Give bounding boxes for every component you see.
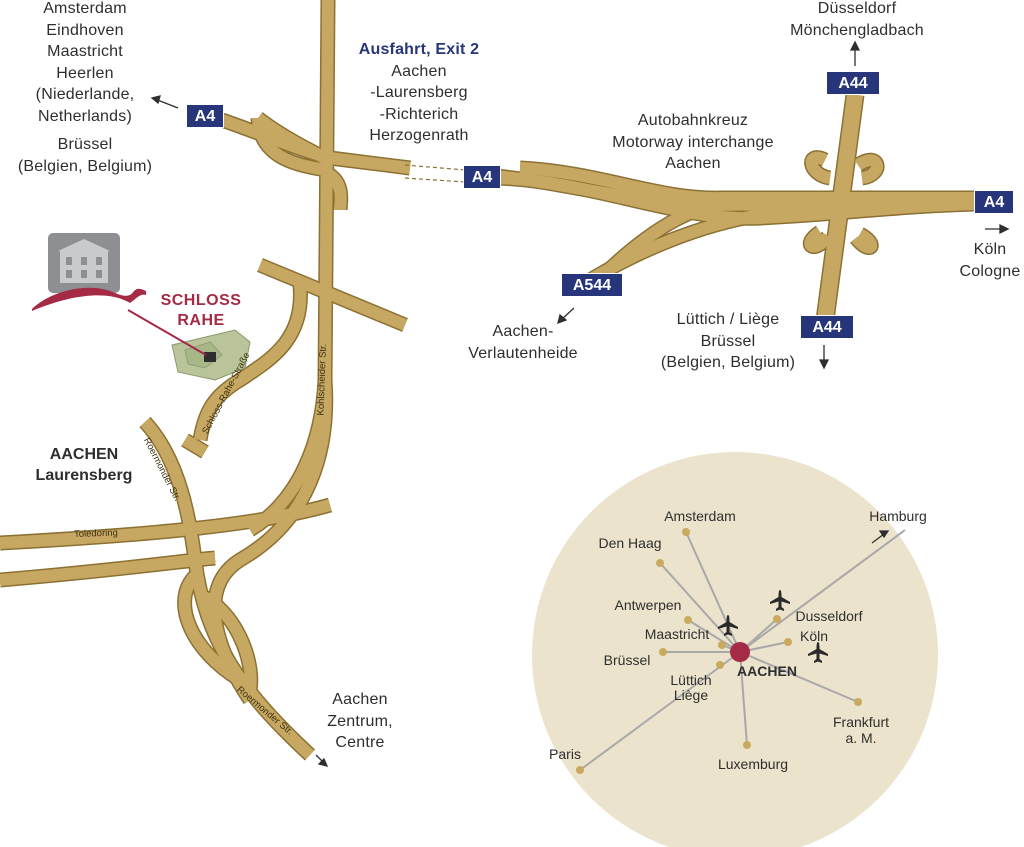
nw-line-1: Amsterdam: [43, 0, 127, 17]
dusseldorf-destination: Düsseldorf Mönchengladbach: [790, 0, 924, 41]
direction-arrows: [150, 40, 1010, 767]
airplane-icon: [808, 642, 828, 663]
district-line-1: AACHEN: [49, 446, 119, 463]
europe-inset: [532, 452, 938, 847]
inset-dusseldorf: Dusseldorf: [795, 608, 863, 624]
nw-line-6: Netherlands): [37, 107, 132, 125]
zentrum-line-2: Zentrum,: [327, 712, 393, 730]
inset-bruessel: Brüssel: [603, 652, 651, 668]
inset-luettich: Lüttich: [670, 672, 712, 688]
koeln-destination: Köln Cologne: [959, 239, 1020, 282]
zentrum-destination: Aachen Zentrum, Centre: [327, 689, 393, 754]
inset-aachen: AACHEN: [737, 663, 797, 679]
interchange-label: Autobahnkreuz Motorway interchange Aache…: [612, 110, 773, 175]
nw-line-3: Maastricht: [47, 43, 123, 60]
inset-maastricht: Maastricht: [644, 626, 710, 642]
a544-shield: A544: [561, 273, 623, 297]
inset-frankfurt: Frankfurt: [832, 714, 890, 730]
dusseldorf-line-1: Düsseldorf: [817, 0, 897, 17]
inset-frankfurt-am: a. M.: [845, 730, 877, 746]
toledoring-street-label: Toledoring: [73, 527, 119, 540]
inset-den-haag: Den Haag: [598, 535, 662, 551]
a44-north-shield: A44: [826, 71, 880, 95]
a4-west-shield: A4: [186, 104, 224, 128]
schloss-line-2: RAHE: [177, 312, 225, 329]
bruessel-line-1: Brüssel: [57, 136, 113, 153]
verlautenheide-line-2: Verlautenheide: [468, 344, 578, 362]
inset-liege: Liège: [673, 687, 709, 703]
verlautenheide-destination: Aachen- Verlautenheide: [468, 321, 578, 364]
luettich-line-2: Brüssel: [700, 332, 756, 350]
bruessel-line-2: (Belgien, Belgium): [17, 157, 153, 175]
interchange-line-2: Motorway interchange: [612, 133, 774, 151]
airplane-icon: [770, 590, 790, 611]
north-west-destinations: Amsterdam Eindhoven Maastricht Heerlen (…: [36, 0, 135, 127]
koeln-line-2: Cologne: [959, 262, 1021, 280]
interchange-line-1: Autobahnkreuz: [637, 112, 749, 129]
exit-2-label: Ausfahrt, Exit 2 Aachen -Laurensberg -Ri…: [359, 39, 480, 147]
koeln-line-1: Köln: [973, 241, 1007, 258]
nw-line-2: Eindhoven: [46, 21, 124, 39]
bruessel-destination: Brüssel (Belgien, Belgium): [18, 134, 152, 177]
airplane-icon: [718, 615, 738, 636]
nw-line-5: (Niederlande,: [35, 86, 135, 103]
laurensberg-district-label: AACHEN Laurensberg: [36, 444, 133, 486]
inset-luxemburg: Luxemburg: [717, 756, 789, 772]
inset-paris: Paris: [549, 746, 581, 762]
verlautenheide-line-1: Aachen-: [492, 323, 554, 340]
exit-line-1: Aachen: [391, 62, 447, 80]
exit-line-4: Herzogenrath: [369, 127, 469, 144]
a44-south-shield: A44: [800, 315, 854, 339]
exit-line-2: -Laurensberg: [370, 84, 468, 101]
exit-title: Ausfahrt, Exit 2: [358, 41, 480, 58]
a4-center-shield: A4: [463, 165, 501, 189]
zentrum-line-1: Aachen: [332, 691, 388, 708]
exit-line-3: -Richterich: [379, 105, 459, 123]
a4-east-shield: A4: [974, 190, 1014, 214]
inset-amsterdam: Amsterdam: [664, 508, 736, 524]
nw-line-4: Heerlen: [56, 64, 114, 82]
interchange-line-3: Aachen: [665, 155, 721, 172]
schloss-rahe-logo: [30, 233, 150, 313]
luettich-destination: Lüttich / Liège Brüssel (Belgien, Belgiu…: [661, 309, 795, 374]
schloss-line-1: SCHLOSS: [160, 292, 242, 309]
dusseldorf-line-2: Mönchengladbach: [790, 21, 924, 39]
luettich-line-3: (Belgien, Belgium): [660, 354, 796, 371]
inset-antwerpen: Antwerpen: [614, 597, 682, 613]
inset-koeln: Köln: [799, 628, 829, 644]
castle-logo-icon: [32, 233, 146, 311]
schloss-rahe-title: SCHLOSS RAHE: [161, 291, 242, 331]
inset-hamburg: Hamburg: [869, 508, 927, 524]
zentrum-line-3: Centre: [335, 734, 385, 751]
luettich-line-1: Lüttich / Liège: [676, 311, 780, 328]
district-line-2: Laurensberg: [35, 467, 133, 484]
